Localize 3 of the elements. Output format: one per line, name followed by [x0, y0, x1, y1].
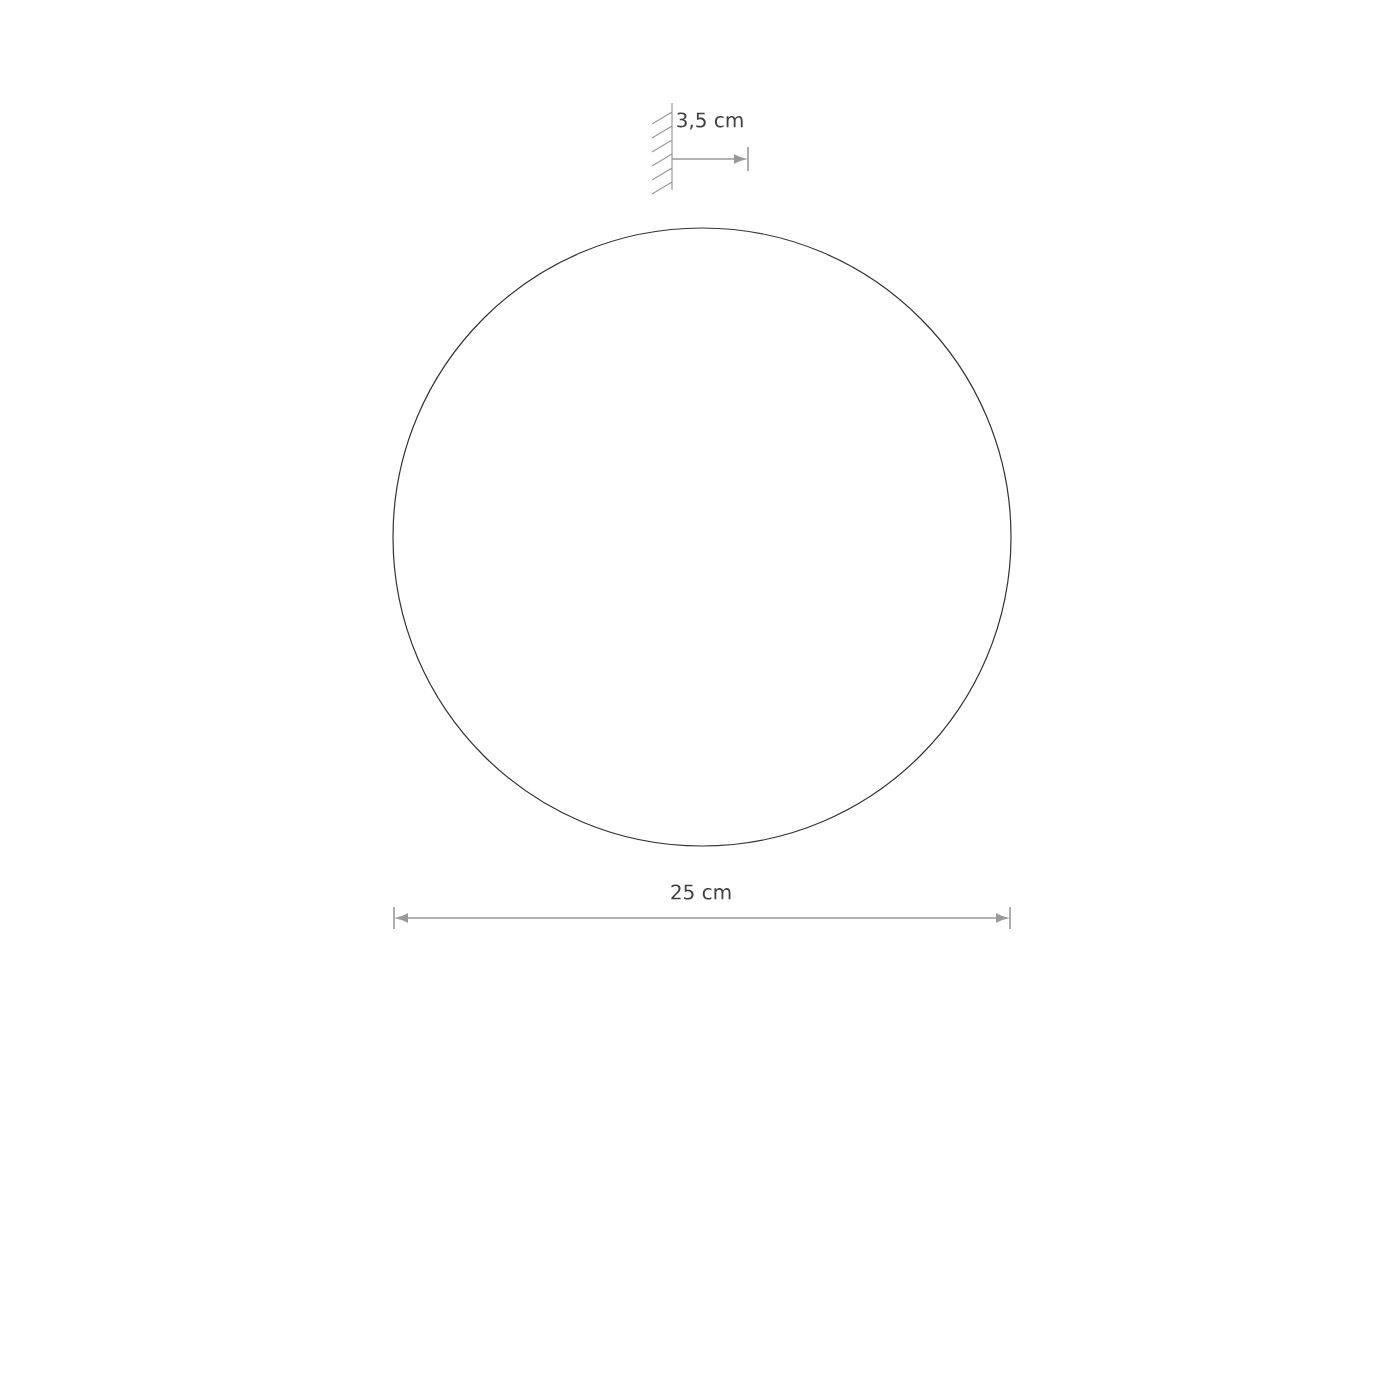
- dimension-label: 25 cm: [671, 884, 731, 900]
- lamp-outline: [392, 227, 1012, 847]
- dimension-label: 3,5 cm: [677, 112, 743, 130]
